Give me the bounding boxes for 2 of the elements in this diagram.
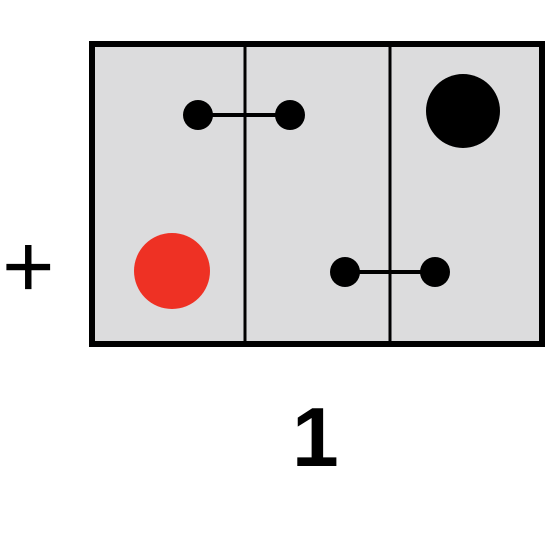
- layout-number: 1: [292, 395, 339, 479]
- polarity-sign: +: [2, 222, 55, 312]
